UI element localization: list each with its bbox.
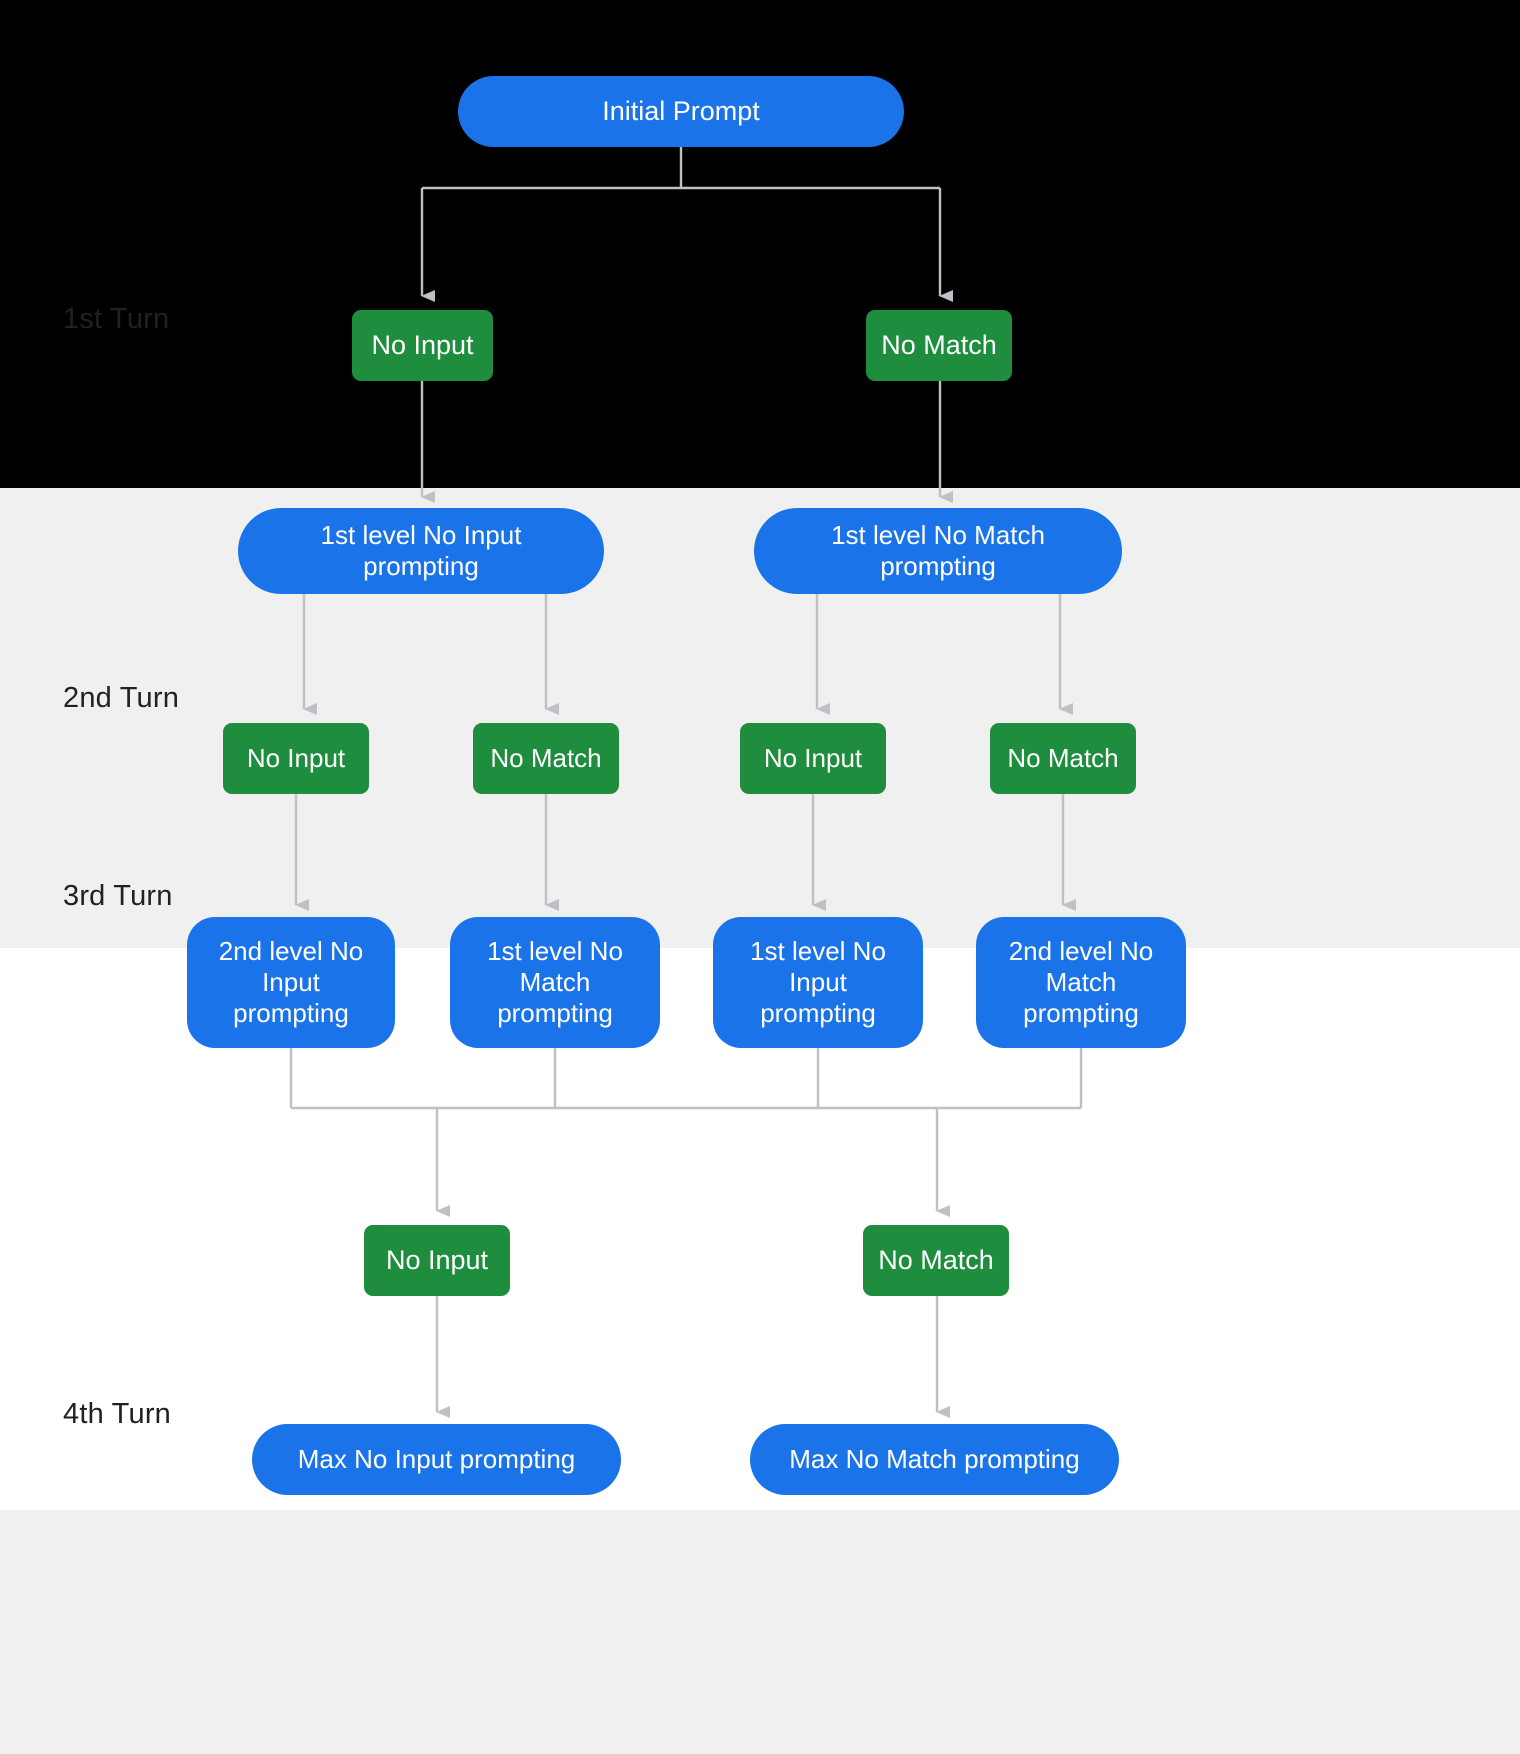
- node-turn4-max-no-match-prompting[interactable]: Max No Match prompting: [750, 1424, 1119, 1495]
- node-turn3-level1-no-match-prompting[interactable]: 1st level No Match prompting: [450, 917, 660, 1048]
- node-turn3-level2-no-match-prompting[interactable]: 2nd level No Match prompting: [976, 917, 1186, 1048]
- node-turn4-max-no-input-prompting[interactable]: Max No Input prompting: [252, 1424, 621, 1495]
- node-turn1-no-input[interactable]: No Input: [352, 310, 493, 381]
- node-turn3-ni-l1-line1: 1st level No: [750, 936, 886, 967]
- node-turn2-ni-no-match-label: No Match: [490, 743, 602, 774]
- turn-label-2nd: 2nd Turn: [63, 682, 180, 714]
- node-turn3-no-match-label: No Match: [878, 1244, 994, 1275]
- node-turn3-level1-no-input-prompting[interactable]: 1st level No Input prompting: [713, 917, 923, 1048]
- node-turn2-nm-no-match[interactable]: No Match: [990, 723, 1136, 794]
- node-turn3-ni-l2-line1: 2nd level No: [218, 936, 364, 967]
- turn-label-1st: 1st Turn: [63, 303, 170, 335]
- turn-label-3rd: 3rd Turn: [63, 880, 173, 912]
- node-turn1-no-match-label: No Match: [881, 329, 997, 360]
- node-turn1-no-match[interactable]: No Match: [866, 310, 1012, 381]
- node-turn4-max-nm-label: Max No Match prompting: [789, 1444, 1080, 1475]
- node-turn3-no-match[interactable]: No Match: [863, 1225, 1009, 1296]
- node-turn3-level2-no-input-prompting[interactable]: 2nd level No Input prompting: [187, 917, 395, 1048]
- node-turn3-no-input[interactable]: No Input: [364, 1225, 510, 1296]
- node-turn3-nm-l2-line1: 2nd level No: [1008, 936, 1154, 967]
- node-turn2-ni-no-input[interactable]: No Input: [223, 723, 369, 794]
- node-initial-prompt-label: Initial Prompt: [602, 95, 760, 126]
- node-turn3-nm-l2-line2: Match: [1045, 967, 1117, 998]
- node-turn2-ni-prompt-line2: prompting: [363, 551, 479, 581]
- node-turn3-ni-l1-line3: prompting: [760, 997, 876, 1028]
- node-turn3-no-input-label: No Input: [385, 1244, 489, 1275]
- node-turn2-ni-prompt-line1: 1st level No Input: [320, 520, 522, 551]
- node-turn3-nm-l2-line3: prompting: [1023, 997, 1139, 1028]
- node-turn3-nm-l1-line2: Match: [519, 967, 591, 998]
- node-turn2-level1-no-input-prompting[interactable]: 1st level No Input prompting: [238, 508, 604, 594]
- node-turn2-nm-no-match-label: No Match: [1007, 743, 1119, 774]
- node-turn2-nm-no-input-label: No Input: [763, 743, 863, 774]
- node-turn2-nm-prompt-line1: 1st level No Match: [831, 520, 1045, 551]
- node-turn3-nm-l1-line3: prompting: [497, 997, 613, 1028]
- node-turn1-no-input-label: No Input: [371, 329, 474, 360]
- node-turn2-ni-no-match[interactable]: No Match: [473, 723, 619, 794]
- node-turn2-level1-no-match-prompting[interactable]: 1st level No Match prompting: [754, 508, 1122, 594]
- node-turn2-ni-no-input-label: No Input: [246, 743, 346, 774]
- node-turn3-ni-l2-line3: prompting: [233, 997, 349, 1028]
- node-turn4-max-ni-label: Max No Input prompting: [297, 1444, 576, 1475]
- node-turn2-nm-prompt-line2: prompting: [880, 551, 996, 581]
- node-turn3-ni-l1-line2: Input: [789, 967, 847, 998]
- node-initial-prompt[interactable]: Initial Prompt: [458, 76, 904, 147]
- node-turn3-nm-l1-line1: 1st level No: [487, 936, 623, 967]
- turn-label-4th: 4th Turn: [63, 1398, 171, 1430]
- node-turn3-ni-l2-line2: Input: [262, 967, 320, 998]
- node-turn2-nm-no-input[interactable]: No Input: [740, 723, 886, 794]
- turn-band-4th: [0, 1510, 1520, 1754]
